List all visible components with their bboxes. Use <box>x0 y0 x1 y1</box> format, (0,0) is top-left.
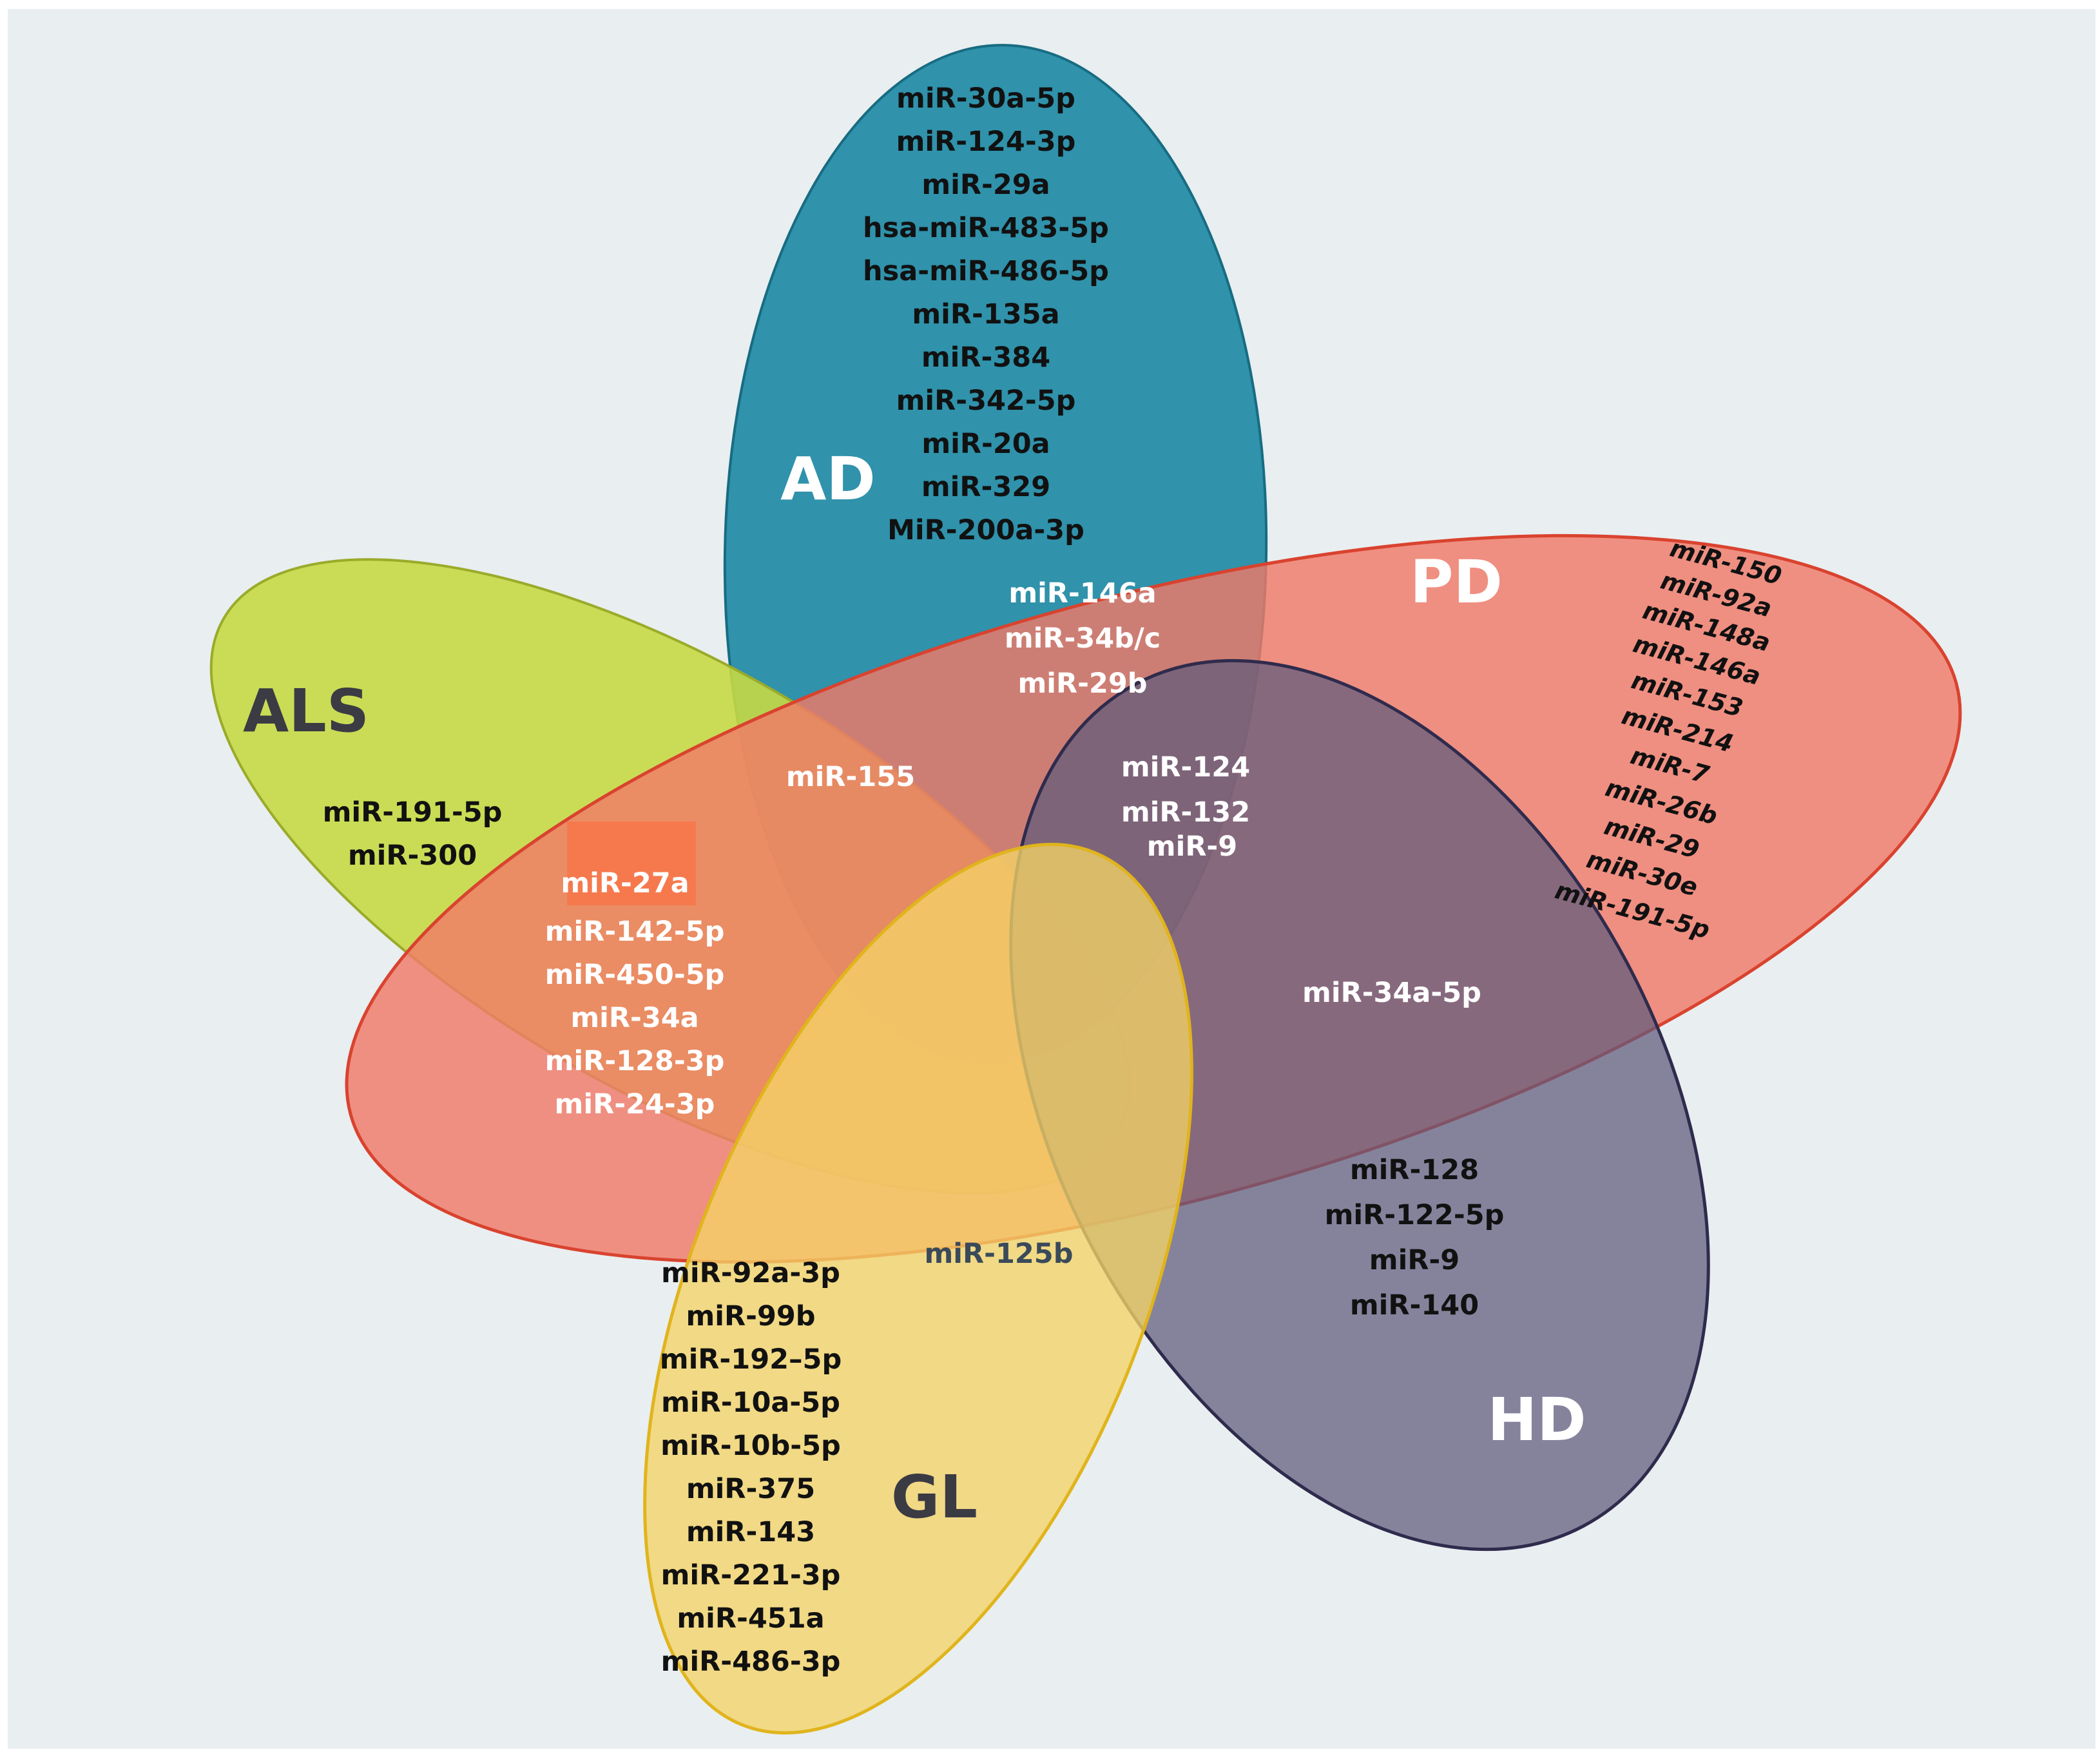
gl-mirna-list: miR-92a-3p miR-99b miR-192–5p miR-10a-5p… <box>660 1257 842 1678</box>
pd-hd-ad-overlap-list: miR-124 miR-132 miR-9 <box>1121 751 1250 863</box>
mirna-item: miR-135a <box>912 298 1059 331</box>
als-mirna-list: miR-191-5p miR-300 <box>323 796 503 872</box>
mirna-item: hsa-miR-486-5p <box>863 255 1109 287</box>
mirna-item: miR-29a <box>921 169 1050 201</box>
mirna-item: miR-192–5p <box>660 1343 842 1376</box>
mirna-item: miR-128-3p <box>545 1045 725 1077</box>
mirna-item: miR-486-3p <box>661 1646 841 1678</box>
mirna-item: miR-146a <box>1008 577 1156 610</box>
ad-pd-overlap-list: miR-146a miR-34b/c miR-29b <box>1005 577 1161 700</box>
mirna-item: MiR-200a-3p <box>887 514 1084 546</box>
mirna-item: miR-27a <box>561 867 689 899</box>
mirna-item: miR-384 <box>921 341 1050 374</box>
mirna-item: miR-142-5p <box>545 916 725 948</box>
mirna-item: miR-34b/c <box>1005 622 1161 655</box>
mirna-item: miR-10b-5p <box>660 1430 841 1462</box>
ad-mirna-list: miR-30a-5p miR-124-3p miR-29a hsa-miR-48… <box>863 82 1109 546</box>
mirna-item: miR-132 <box>1121 796 1250 829</box>
mirna-item: miR-124 <box>1121 751 1250 783</box>
mirna-item: miR-342-5p <box>896 385 1076 417</box>
hd-label: HD <box>1487 1385 1586 1454</box>
als-pd-ad-overlap-list: miR-155 <box>786 761 915 793</box>
mirna-item: miR-99b <box>686 1300 815 1332</box>
mirna-item: miR-34a-5p <box>1302 977 1481 1009</box>
mirna-item: miR-92a-3p <box>661 1257 840 1289</box>
mirna-item: miR-451a <box>677 1602 824 1635</box>
mirna-item: miR-140 <box>1350 1289 1479 1322</box>
mirna-item: miR-300 <box>348 840 477 872</box>
mirna-item: miR-34a <box>570 1002 698 1034</box>
mirna-item: miR-122-5p <box>1325 1199 1505 1231</box>
mirna-item: miR-9 <box>1147 831 1237 863</box>
mirna-item: miR-329 <box>921 471 1050 503</box>
mirna-item: miR-221-3p <box>661 1559 841 1591</box>
mirna-item: miR-125b <box>924 1238 1073 1270</box>
ad-label: AD <box>780 445 876 514</box>
mirna-item: miR-450-5p <box>545 959 725 991</box>
hd-mirna-list: miR-128 miR-122-5p miR-9 miR-140 <box>1325 1154 1505 1322</box>
mirna-item: miR-124-3p <box>896 126 1076 158</box>
mirna-item: miR-375 <box>686 1473 815 1505</box>
mirna-item: miR-30a-5p <box>896 82 1075 115</box>
mirna-item: miR-10a-5p <box>661 1387 840 1419</box>
gl-label: GL <box>891 1463 978 1532</box>
mirna-item: miR-128 <box>1350 1154 1479 1186</box>
gl-petal <box>643 843 1193 1735</box>
ad-gl-overlap-list: miR-125b <box>924 1238 1073 1270</box>
mirna-item: miR-20a <box>921 428 1050 460</box>
mirna-item: miR-155 <box>786 761 915 793</box>
mirna-item: miR-29b <box>1017 668 1147 700</box>
mirna-item: miR-24-3p <box>555 1088 715 1120</box>
pd-als-gl-overlap-list: miR-27a miR-142-5p miR-450-5p miR-34a mi… <box>545 822 725 1120</box>
mirna-item: miR-143 <box>686 1516 815 1548</box>
mirna-item: hsa-miR-483-5p <box>863 212 1109 244</box>
als-label: ALS <box>243 677 369 745</box>
mirna-item: miR-191-5p <box>323 796 503 829</box>
pd-label: PD <box>1410 548 1503 617</box>
pd-hd-overlap-list: miR-34a-5p <box>1302 977 1481 1009</box>
highlight-box <box>567 822 696 905</box>
mirna-item: miR-9 <box>1369 1244 1459 1276</box>
